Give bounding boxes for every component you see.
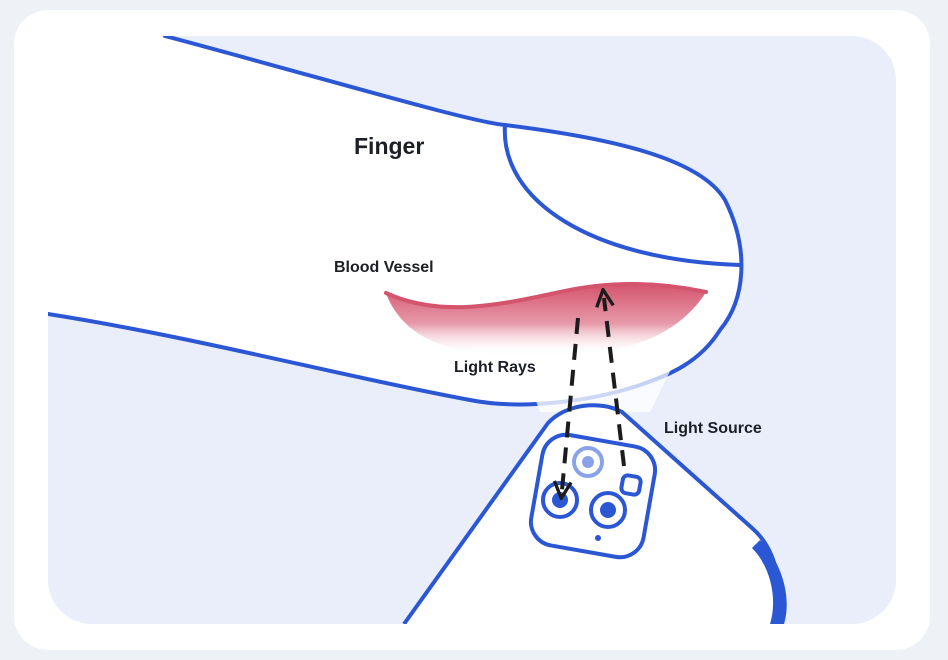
- finger-outline: [48, 36, 744, 407]
- light-ray-down: [562, 317, 580, 490]
- camera-lens-icon: [572, 446, 604, 478]
- light-source-label: Light Source: [664, 420, 762, 437]
- blood-vessel-label: Blood Vessel: [334, 259, 434, 276]
- phone-edge-shadow: [752, 540, 787, 624]
- finger-label: Finger: [354, 133, 424, 159]
- flash-light-icon: [619, 473, 643, 497]
- light-ray-up: [604, 298, 626, 467]
- light-rays-label: Light Rays: [454, 359, 536, 376]
- camera-lens-icon: [589, 491, 627, 529]
- fingernail-outline: [502, 123, 742, 267]
- blood-vessel: [386, 284, 706, 357]
- microphone-dot-icon: [595, 535, 601, 541]
- blood-vessel-edge: [384, 282, 708, 310]
